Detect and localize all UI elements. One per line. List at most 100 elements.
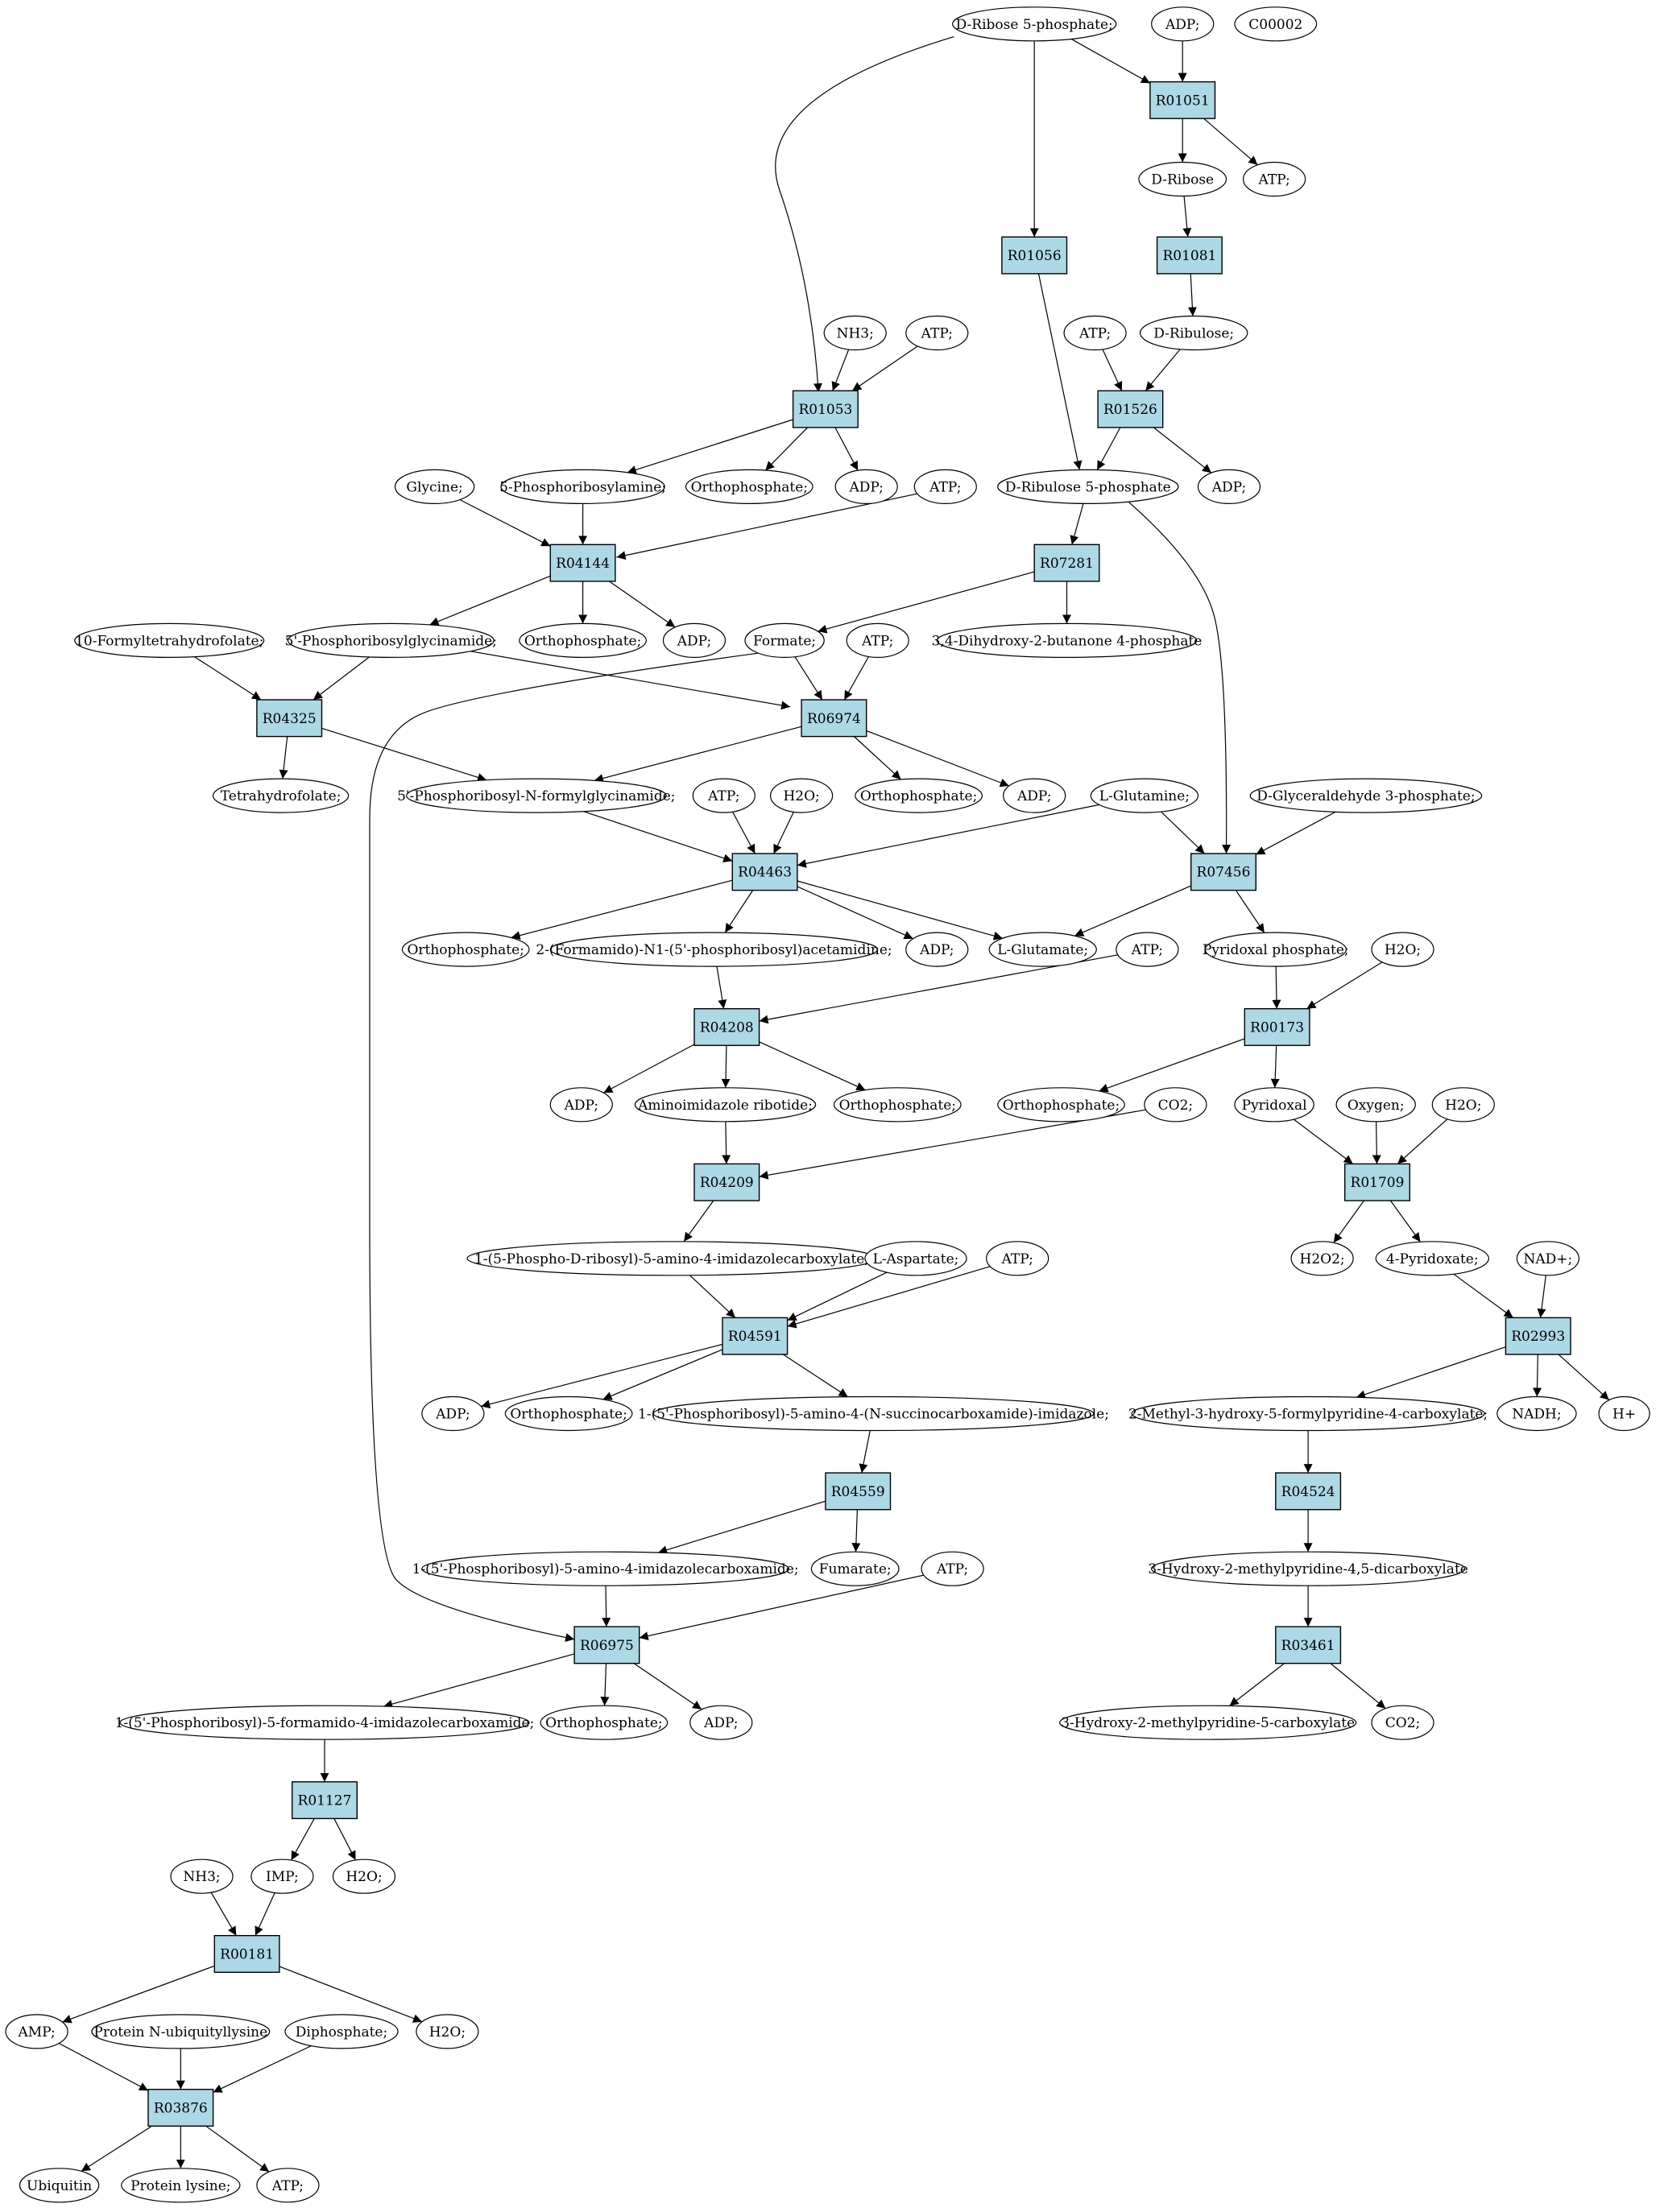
metabolite-node-adp_1[interactable]: ADP; bbox=[834, 469, 898, 505]
metabolite-node-hmpc[interactable]: 3-Hydroxy-2-methylpyridine-5-carboxylate bbox=[1059, 1705, 1357, 1740]
metabolite-node-atp_5[interactable]: ATP; bbox=[692, 778, 755, 813]
metabolite-node-4pyridoxate[interactable]: 4-Pyridoxate; bbox=[1375, 1241, 1490, 1276]
metabolite-node-aicar[interactable]: 1-(5'-Phosphoribosyl)-5-amino-4-imidazol… bbox=[412, 1551, 799, 1586]
metabolite-node-atp_7[interactable]: ATP; bbox=[986, 1241, 1049, 1276]
reaction-node-r01051[interactable]: R01051 bbox=[1149, 81, 1216, 119]
metabolite-node-gar[interactable]: 5'-Phosphoribosylglycinamide; bbox=[285, 622, 497, 659]
metabolite-node-co2_1[interactable]: CO2; bbox=[1144, 1087, 1207, 1123]
metabolite-node-ribulose5p[interactable]: D-Ribulose 5-phosphate bbox=[997, 469, 1179, 505]
metabolite-node-thf[interactable]: Tetrahydrofolate; bbox=[212, 778, 350, 813]
metabolite-node-atp_1[interactable]: ATP; bbox=[905, 315, 969, 351]
metabolite-node-atp_9[interactable]: ATP; bbox=[256, 2168, 320, 2203]
metabolite-node-pi_7[interactable]: Orthophosphate; bbox=[504, 1395, 633, 1432]
metabolite-node-adp_top[interactable]: ADP; bbox=[1151, 6, 1215, 42]
reaction-node-r03461[interactable]: R03461 bbox=[1275, 1626, 1342, 1664]
metabolite-node-atp_3[interactable]: ATP; bbox=[913, 469, 977, 505]
metabolite-node-prot_ub[interactable]: Protein N-ubiquityllysine bbox=[91, 2014, 271, 2049]
metabolite-node-adp_4[interactable]: ADP; bbox=[1003, 778, 1066, 813]
metabolite-node-pi_3[interactable]: Orthophosphate; bbox=[855, 778, 983, 813]
metabolite-node-h2o_1[interactable]: H2O; bbox=[769, 778, 834, 813]
reaction-node-r04463[interactable]: R04463 bbox=[731, 853, 798, 891]
metabolite-node-5pra[interactable]: 5-Phosphoribosylamine; bbox=[499, 469, 666, 505]
metabolite-node-h[interactable]: H+ bbox=[1598, 1395, 1650, 1432]
reaction-node-r06974[interactable]: R06974 bbox=[801, 699, 867, 738]
metabolite-node-pi_1[interactable]: Orthophosphate; bbox=[685, 469, 813, 505]
metabolite-node-fthf[interactable]: 10-Formyltetrahydrofolate; bbox=[74, 622, 265, 659]
metabolite-node-fumarate[interactable]: Fumarate; bbox=[810, 1551, 900, 1586]
metabolite-node-adp_3[interactable]: ADP; bbox=[662, 622, 727, 659]
metabolite-node-adp_7[interactable]: ADP; bbox=[421, 1395, 485, 1432]
reaction-node-r07281[interactable]: R07281 bbox=[1033, 544, 1100, 582]
metabolite-node-pyridoxal[interactable]: Pyridoxal bbox=[1234, 1087, 1314, 1123]
metabolite-node-ubiquitin[interactable]: Ubiquitin bbox=[19, 2168, 100, 2203]
metabolite-node-h2o_4[interactable]: H2O; bbox=[332, 1858, 396, 1894]
metabolite-node-h2o2[interactable]: H2O2; bbox=[1290, 1241, 1354, 1276]
metabolite-node-imp[interactable]: IMP; bbox=[250, 1858, 314, 1894]
metabolite-node-amp[interactable]: AMP; bbox=[5, 2014, 68, 2049]
metabolite-node-pi_4[interactable]: Orthophosphate; bbox=[401, 932, 530, 967]
metabolite-node-pi_8[interactable]: Orthophosphate; bbox=[540, 1705, 669, 1740]
metabolite-node-asp[interactable]: L-Aspartate; bbox=[864, 1241, 967, 1276]
reaction-node-r02993[interactable]: R02993 bbox=[1505, 1317, 1571, 1355]
metabolite-node-plp[interactable]: Pyridoxal phosphate; bbox=[1203, 932, 1349, 967]
reaction-node-r04591[interactable]: R04591 bbox=[722, 1317, 789, 1355]
reaction-node-r06975[interactable]: R06975 bbox=[573, 1626, 640, 1664]
reaction-node-r01081[interactable]: R01081 bbox=[1156, 236, 1223, 275]
metabolite-node-fgar[interactable]: 5'-Phosphoribosyl-N-formylglycinamide; bbox=[397, 778, 676, 813]
metabolite-node-nadh[interactable]: NADH; bbox=[1496, 1395, 1577, 1432]
metabolite-node-nh3_1[interactable]: NH3; bbox=[823, 315, 887, 351]
metabolite-node-prot_lys[interactable]: Protein lysine; bbox=[121, 2168, 241, 2203]
metabolite-node-adp_6[interactable]: ADP; bbox=[549, 1087, 613, 1123]
metabolite-node-gln[interactable]: L-Glutamine; bbox=[1090, 778, 1199, 813]
metabolite-node-nad[interactable]: NAD+; bbox=[1516, 1241, 1580, 1276]
metabolite-node-atp_4[interactable]: ATP; bbox=[846, 622, 909, 659]
reaction-node-r01127[interactable]: R01127 bbox=[292, 1781, 358, 1820]
metabolite-node-oxygen[interactable]: Oxygen; bbox=[1335, 1087, 1416, 1123]
metabolite-node-nh3_2[interactable]: NH3; bbox=[170, 1858, 234, 1894]
metabolite-node-pi_2[interactable]: Orthophosphate; bbox=[519, 622, 647, 659]
reaction-node-r01053[interactable]: R01053 bbox=[792, 390, 859, 428]
metabolite-node-g3p[interactable]: D-Glyceraldehyde 3-phosphate; bbox=[1249, 778, 1483, 813]
metabolite-node-glycine[interactable]: Glycine; bbox=[394, 469, 475, 505]
metabolite-node-atp_6[interactable]: ATP; bbox=[1116, 932, 1179, 967]
metabolite-node-dhbp[interactable]: 3,4-Dihydroxy-2-butanone 4-phosphate bbox=[932, 622, 1203, 659]
metabolite-node-h2o_5[interactable]: H2O; bbox=[416, 2014, 479, 2049]
reaction-node-r00181[interactable]: R00181 bbox=[213, 1934, 280, 1973]
metabolite-node-ribose5p[interactable]: D-Ribose 5-phosphate; bbox=[951, 6, 1117, 42]
metabolite-node-h2o_3[interactable]: H2O; bbox=[1431, 1087, 1495, 1123]
reaction-node-r04559[interactable]: R04559 bbox=[825, 1472, 892, 1511]
reaction-node-r04325[interactable]: R04325 bbox=[256, 699, 323, 738]
reaction-node-r01056[interactable]: R01056 bbox=[1001, 236, 1068, 275]
reaction-node-r01526[interactable]: R01526 bbox=[1097, 390, 1164, 428]
metabolite-node-cair[interactable]: 1-(5-Phospho-D-ribosyl)-5-amino-4-imidaz… bbox=[466, 1241, 877, 1276]
metabolite-node-co2_2[interactable]: CO2; bbox=[1371, 1705, 1434, 1740]
reaction-node-r07456[interactable]: R07456 bbox=[1190, 853, 1256, 891]
metabolite-node-formate[interactable]: Formate; bbox=[744, 622, 825, 659]
metabolite-node-mhfpc[interactable]: 2-Methyl-3-hydroxy-5-formylpyridine-4-ca… bbox=[1128, 1395, 1488, 1432]
metabolite-node-atp_2[interactable]: ATP; bbox=[1063, 315, 1127, 351]
metabolite-node-diphosphate[interactable]: Diphosphate; bbox=[284, 2014, 399, 2049]
reaction-node-r03876[interactable]: R03876 bbox=[147, 2088, 214, 2127]
metabolite-node-atp_top[interactable]: ATP; bbox=[1242, 161, 1306, 197]
metabolite-node-adp_2[interactable]: ADP; bbox=[1197, 469, 1261, 505]
reaction-node-r00173[interactable]: R00173 bbox=[1244, 1007, 1310, 1046]
metabolite-node-c00002[interactable]: C00002 bbox=[1234, 6, 1318, 42]
metabolite-node-atp_8[interactable]: ATP; bbox=[921, 1551, 984, 1586]
metabolite-node-pi_6[interactable]: Orthophosphate; bbox=[997, 1087, 1125, 1123]
metabolite-node-fgam[interactable]: 2-(Formamido)-N1-(5'-phosphoribosyl)acet… bbox=[536, 932, 892, 967]
metabolite-node-saicar[interactable]: 1-(5'-Phosphoribosyl)-5-amino-4-(N-succi… bbox=[638, 1395, 1109, 1432]
reaction-node-r04209[interactable]: R04209 bbox=[693, 1163, 760, 1201]
metabolite-node-h2o_2[interactable]: H2O; bbox=[1371, 932, 1434, 967]
metabolite-node-air[interactable]: Aminoimidazole ribotide; bbox=[634, 1087, 817, 1123]
reaction-node-r04144[interactable]: R04144 bbox=[549, 544, 616, 582]
metabolite-node-glu[interactable]: L-Glutamate; bbox=[988, 932, 1097, 967]
metabolite-node-faicar[interactable]: 1-(5'-Phosphoribosyl)-5-formamido-4-imid… bbox=[115, 1705, 535, 1740]
metabolite-node-pi_5[interactable]: Orthophosphate; bbox=[833, 1087, 962, 1123]
metabolite-node-hmpdc[interactable]: 3-Hydroxy-2-methylpyridine-4,5-dicarboxy… bbox=[1148, 1551, 1468, 1586]
metabolite-node-dribose[interactable]: D-Ribose bbox=[1138, 161, 1227, 197]
metabolite-node-dribulose[interactable]: D-Ribulose; bbox=[1139, 315, 1248, 351]
reaction-node-r04524[interactable]: R04524 bbox=[1275, 1472, 1342, 1511]
metabolite-node-adp_5[interactable]: ADP; bbox=[905, 932, 969, 967]
reaction-node-r04208[interactable]: R04208 bbox=[693, 1007, 760, 1046]
metabolite-node-adp_8[interactable]: ADP; bbox=[689, 1705, 753, 1740]
